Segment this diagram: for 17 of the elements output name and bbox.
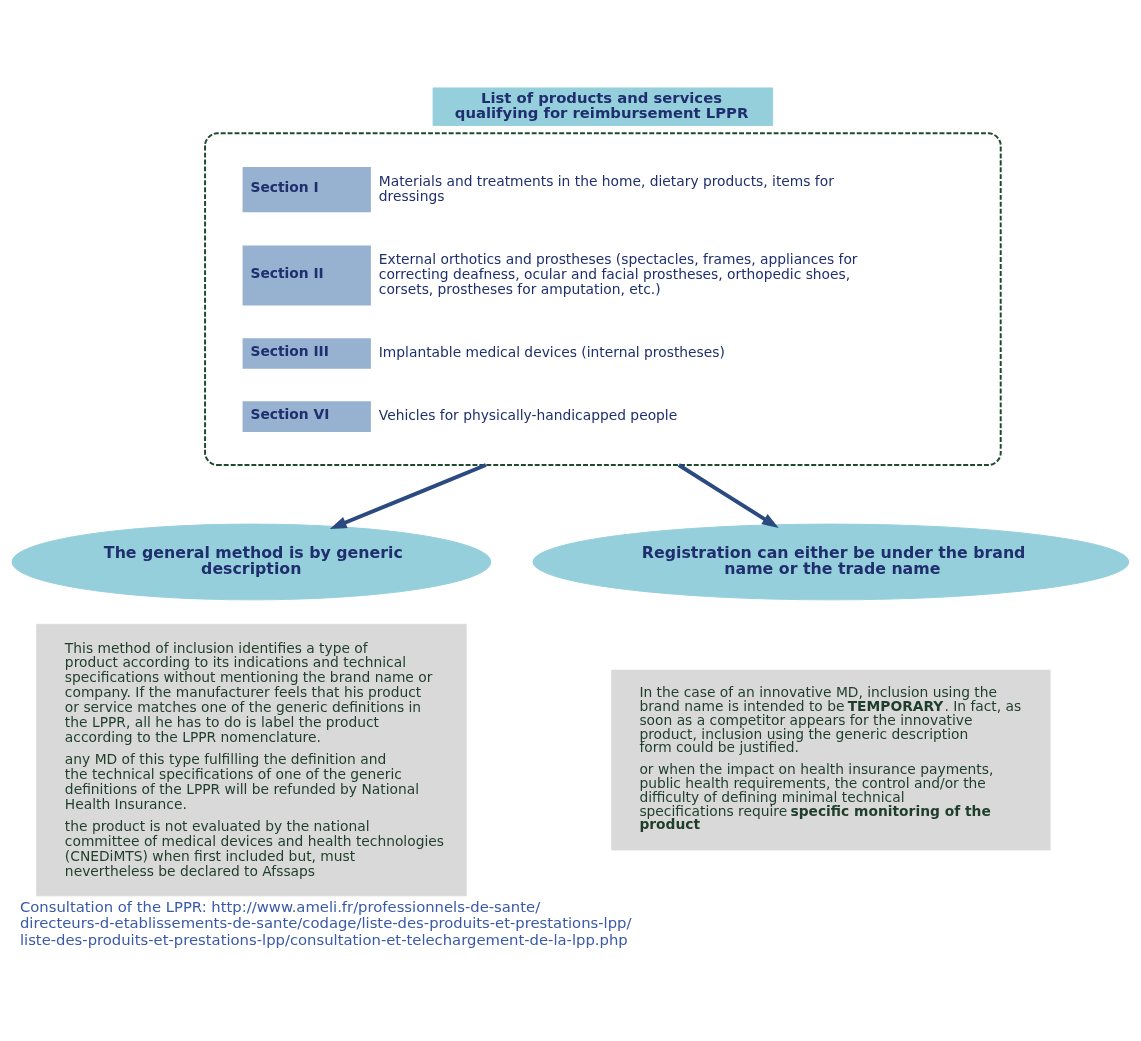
node-label: Vehicles for physically-handicapped people <box>378 406 678 423</box>
node-ellipse: The general method is by generic description <box>11 523 492 600</box>
node-label: External orthotics and prostheses (spectacles, frames, appliances for correcting deafness, ocular and facial prostheses, orthopedic shoes, corsets, prostheses for amputation, etc.) <box>378 250 858 297</box>
node-label: Implantable medical devices (internal prostheses) <box>378 343 725 360</box>
node-label: Materials and treatments in the home, dietary products, items for dressings <box>378 172 834 204</box>
node-box: Section II <box>242 244 371 306</box>
node-box: This method of inclusion identifies a type of product according to its indications and technical specifications without mentioning the brand name or company. If the manufacturer feels that his product or service matches one of the generic definitions in the LPPR, all he has to do is label the product according to the LPPR nomenclature. any MD of this type fulfilling the definition and the technical specifications of one of the generic definitions of the LPPR will be refunded by National Health Insurance. the product is not evaluated by the national committee of medical devices and health technologies (CNEDiMTS) when first included but, must nevertheless be declared to Afssaps <box>36 623 467 896</box>
caption: Consultation of the LPPR: http://www.ameli.fr/professionnels-de-sante/directeurs-d-etablissements-de-sante/codage/liste-des-produits-et-prestations-lpp/liste-des-produits-et-prestations-lpp/consultation-et-telechargement-de-la-lpp.php <box>19 897 632 948</box>
node-box: In the case of an innovative MD, inclusion using the brand name is intended to be TEMPORARY. In fact, as soon as a competitor appears for the innovative product, inclusion using the generic description form could be justified. or when the impact on health insurance payments, public health requirements, the control and/or the difficulty of defining minimal technical specifications require specific monitoring of the product <box>611 669 1051 850</box>
node-ellipse: Registration can either be under the brand name or the trade name <box>532 523 1130 600</box>
arrow <box>329 462 487 529</box>
node-box: Section I <box>242 166 371 212</box>
node-box: Section III <box>242 337 371 369</box>
cluster <box>204 131 1002 466</box>
arrow <box>677 462 779 528</box>
node-box: List of products and services qualifying for reimbursement LPPR <box>432 86 774 126</box>
node-box: Section VI <box>242 400 371 432</box>
